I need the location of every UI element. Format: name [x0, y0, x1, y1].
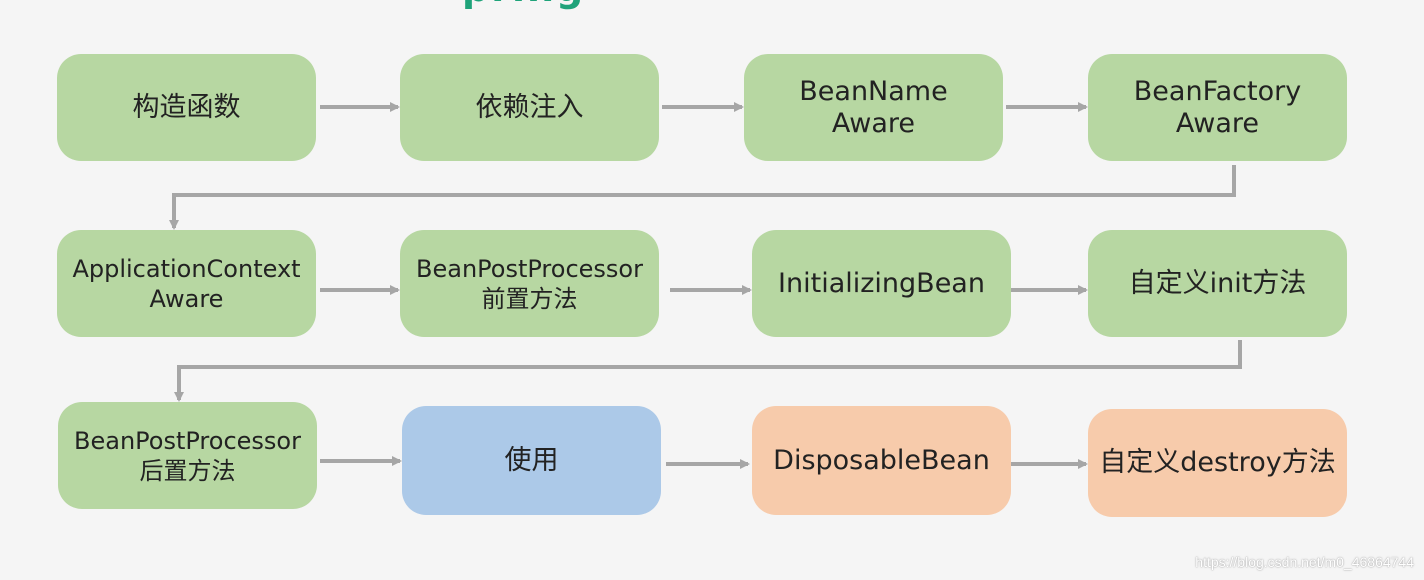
node-custom-init: 自定义init方法 [1088, 230, 1347, 337]
node-bean-post-processor-before: BeanPostProcessor 前置方法 [400, 230, 659, 337]
arrow-row1-to-row2 [169, 165, 1236, 230]
node-use: 使用 [402, 406, 661, 515]
node-constructor: 构造函数 [57, 54, 316, 161]
node-custom-destroy: 自定义destroy方法 [1088, 409, 1347, 517]
node-bean-factory-aware: BeanFactory Aware [1088, 54, 1347, 161]
node-disposable-bean: DisposableBean [752, 406, 1011, 515]
watermark-url: https://blog.csdn.net/m0_46864744 [1195, 554, 1414, 570]
node-application-context-aware: ApplicationContext Aware [57, 230, 316, 337]
node-initializing-bean: InitializingBean [752, 230, 1011, 337]
diagram-title-fragment: pring [462, 0, 585, 10]
node-bean-post-processor-after: BeanPostProcessor 后置方法 [58, 402, 317, 509]
node-dependency-injection: 依赖注入 [400, 54, 659, 161]
arrow-row2-to-row3 [174, 340, 1242, 402]
node-bean-name-aware: BeanName Aware [744, 54, 1003, 161]
